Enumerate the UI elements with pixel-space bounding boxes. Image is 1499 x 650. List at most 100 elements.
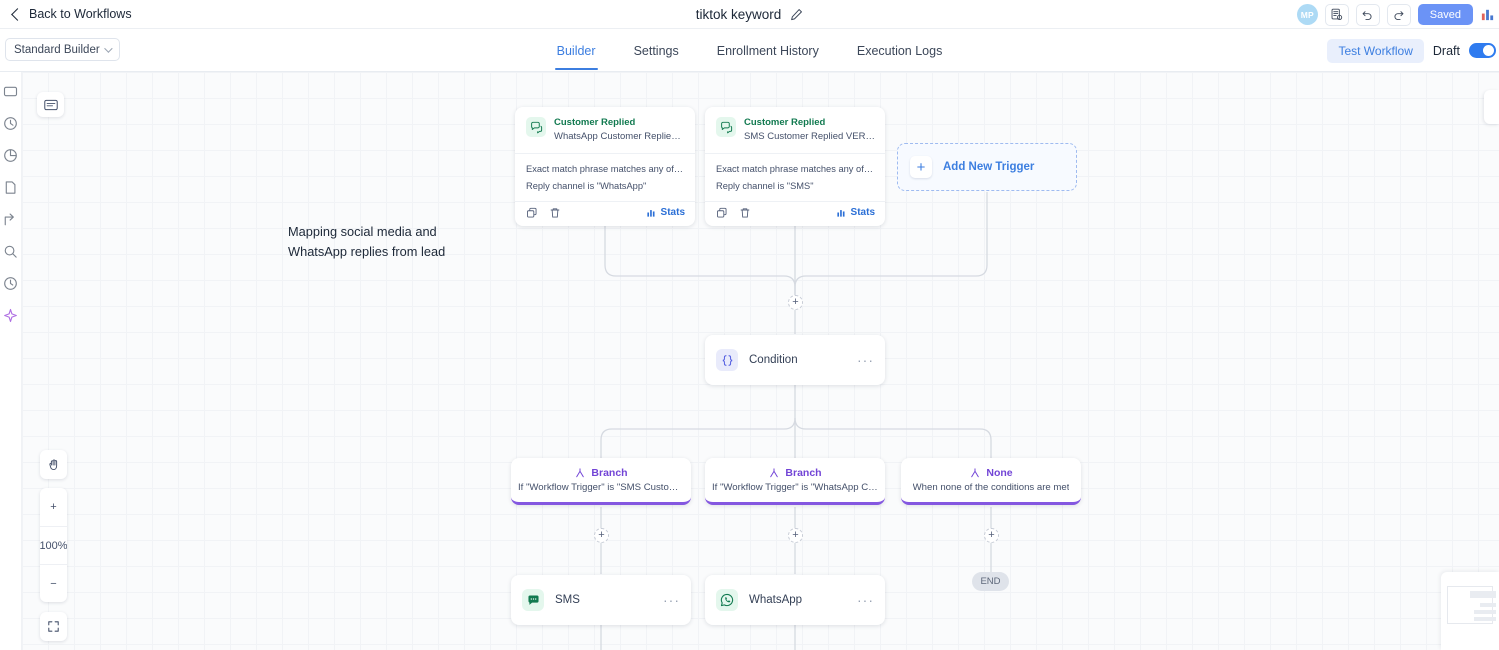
branch-title: Branch	[591, 467, 628, 479]
minimap-panel[interactable]	[1441, 572, 1499, 650]
trigger-subtitle: SMS Customer Replied VERDE	[744, 130, 875, 142]
left-icon-rail	[0, 72, 22, 650]
bar-chart-icon	[836, 210, 845, 217]
trigger-condition-line: Exact match phrase matches any of "V...	[716, 164, 874, 175]
builder-mode-value: Standard Builder	[14, 43, 100, 56]
share-icon[interactable]	[3, 212, 18, 227]
trash-icon[interactable]	[739, 207, 751, 219]
trigger-card[interactable]: Customer Replied WhatsApp Customer Repli…	[515, 107, 695, 226]
avatar[interactable]: MP	[1296, 4, 1318, 25]
undo-button[interactable]	[1355, 3, 1380, 26]
branch-title: None	[986, 467, 1013, 479]
back-to-workflows-label: Back to Workflows	[29, 7, 132, 21]
top-bar: Back to Workflows tiktok keyword MP	[0, 0, 1499, 29]
sms-icon	[522, 589, 544, 611]
copy-icon[interactable]	[716, 207, 728, 219]
folder-icon[interactable]	[3, 84, 18, 99]
draft-toggle[interactable]	[1469, 43, 1496, 58]
whatsapp-action-label: WhatsApp	[749, 594, 803, 606]
add-step-button[interactable]: +	[788, 528, 803, 543]
test-workflow-button[interactable]: Test Workflow	[1327, 38, 1424, 63]
chat-bubble-icon	[526, 117, 546, 137]
trigger-subtitle: WhatsApp Customer Replied ...	[554, 130, 685, 142]
search-icon[interactable]	[3, 244, 18, 259]
tab-bar: Standard Builder Builder Settings Enroll…	[0, 29, 1499, 72]
saved-button[interactable]: Saved	[1417, 4, 1473, 25]
tab-execution-logs[interactable]: Execution Logs	[856, 43, 943, 58]
braces-icon	[716, 349, 738, 371]
bar-chart-icon[interactable]	[1480, 7, 1495, 22]
zoom-out-button[interactable]: −	[40, 564, 67, 602]
bar-chart-icon	[646, 210, 655, 217]
condition-node[interactable]: Condition ···	[705, 335, 885, 385]
copy-icon[interactable]	[526, 207, 538, 219]
ai-sparkle-icon[interactable]	[3, 308, 18, 323]
branch-icon	[576, 468, 585, 478]
chat-bubble-icon	[716, 117, 736, 137]
bookmark-icon[interactable]	[3, 180, 18, 195]
canvas-annotation: Mapping social media and WhatsApp replie…	[288, 224, 446, 259]
zoom-in-button[interactable]: +	[50, 501, 57, 513]
trigger-card-texts: Customer Replied WhatsApp Customer Repli…	[554, 117, 685, 144]
branch-subtitle: If "Workflow Trigger" is "WhatsApp Cu...	[712, 482, 878, 493]
draft-label: Draft	[1432, 43, 1460, 58]
right-panel-handle[interactable]	[1484, 90, 1499, 124]
workflow-title-group: tiktok keyword	[0, 0, 1499, 29]
history-icon[interactable]	[3, 276, 18, 291]
zoom-level-label[interactable]: 100%	[40, 526, 67, 564]
add-new-trigger-label: Add New Trigger	[943, 161, 1035, 173]
branch-card[interactable]: Branch If "Workflow Trigger" is "WhatsAp…	[705, 458, 885, 505]
clock-icon[interactable]	[3, 116, 18, 131]
tab-builder[interactable]: Builder	[554, 32, 598, 70]
hand-icon	[48, 458, 57, 470]
trigger-conditions: Exact match phrase matches any of "V... …	[705, 154, 885, 201]
note-card-icon	[43, 99, 58, 110]
canvas-notes-button[interactable]	[37, 92, 64, 117]
branch-card[interactable]: Branch If "Workflow Trigger" is "SMS Cus…	[511, 458, 691, 505]
end-node: END	[972, 572, 1009, 591]
tabbar-actions: Test Workflow Draft	[1327, 29, 1499, 72]
notes-icon	[1331, 8, 1343, 20]
add-step-button[interactable]: +	[788, 295, 803, 310]
trigger-card[interactable]: Customer Replied SMS Customer Replied VE…	[705, 107, 885, 226]
workflow-title: tiktok keyword	[695, 7, 782, 22]
fit-to-screen-button[interactable]	[40, 612, 67, 641]
stats-button[interactable]: Stats	[646, 207, 685, 218]
tab-settings[interactable]: Settings	[633, 43, 679, 58]
stats-label: Stats	[850, 207, 875, 219]
trigger-condition-line: Exact match phrase matches any of "V...	[526, 164, 684, 175]
builder-mode-select[interactable]: Standard Builder	[5, 38, 120, 61]
redo-button[interactable]	[1386, 3, 1411, 26]
tab-enrollment-history[interactable]: Enrollment History	[716, 43, 819, 58]
stats-button[interactable]: Stats	[836, 207, 875, 218]
saved-label: Saved	[1429, 8, 1461, 21]
add-new-trigger-button[interactable]: + Add New Trigger	[897, 143, 1077, 191]
add-step-button[interactable]: +	[984, 528, 999, 543]
notes-button[interactable]	[1324, 3, 1349, 26]
back-to-workflows-button[interactable]: Back to Workflows	[10, 7, 132, 21]
trigger-conditions: Exact match phrase matches any of "V... …	[515, 154, 695, 201]
expand-icon	[48, 621, 59, 632]
pencil-icon[interactable]	[790, 8, 803, 21]
test-workflow-label: Test Workflow	[1338, 43, 1413, 58]
whatsapp-action-node[interactable]: WhatsApp ···	[705, 575, 885, 625]
branch-subtitle: When none of the conditions are met	[912, 482, 1070, 493]
pan-tool-button[interactable]	[40, 450, 67, 479]
zoom-controls: + 100% −	[40, 488, 67, 602]
chevron-left-icon	[11, 7, 24, 21]
trigger-card-footer: Stats	[705, 200, 885, 226]
trash-icon[interactable]	[549, 207, 561, 219]
trigger-card-footer: Stats	[515, 200, 695, 226]
branch-title: Branch	[785, 467, 822, 479]
minimap-viewport	[1447, 586, 1496, 624]
topbar-actions: MP Saved	[1296, 0, 1499, 29]
add-step-button[interactable]: +	[594, 528, 609, 543]
sms-action-node[interactable]: SMS ···	[511, 575, 691, 625]
workflow-canvas[interactable]: Mapping social media and WhatsApp replie…	[22, 72, 1499, 650]
redo-icon	[1394, 11, 1404, 21]
undo-icon	[1362, 11, 1372, 21]
branch-subtitle: If "Workflow Trigger" is "SMS Custome...	[518, 482, 684, 493]
pie-chart-icon[interactable]	[3, 148, 18, 163]
sms-action-label: SMS	[555, 594, 580, 606]
branch-card[interactable]: None When none of the conditions are met	[901, 458, 1081, 505]
